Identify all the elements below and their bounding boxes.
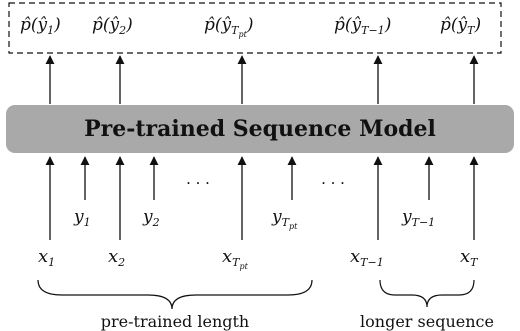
output-label: p̂(ŷ1) [20, 15, 61, 37]
svg-text:p̂(ŷ2): p̂(ŷ2) [92, 15, 133, 37]
output-label-main: p̂(ŷ [20, 15, 48, 35]
svg-text:p̂(ŷ1): p̂(ŷ1) [20, 15, 61, 37]
output-label: p̂(ŷT) [440, 15, 481, 37]
svg-text:p̂(ŷT): p̂(ŷT) [440, 15, 481, 37]
brace-pretrained [37, 279, 313, 310]
model-label: Pre-trained Sequence Model [84, 116, 436, 142]
input-x-label: xT−1 [350, 246, 384, 269]
input-y-label: yTpt [271, 207, 298, 231]
brace-label-longer: longer sequence [360, 312, 494, 331]
input-x-label: xT [460, 246, 479, 269]
output-label: p̂(ŷT−1) [334, 15, 391, 37]
input-x-label: x1 [38, 246, 55, 269]
output-label: p̂(ŷ2) [92, 15, 133, 37]
output-label: p̂(ŷTpt) [204, 15, 253, 39]
input-y-label: y1 [73, 207, 91, 229]
input-y-label: yT−1 [401, 207, 435, 229]
output-dashed-box [8, 2, 502, 54]
input-x-label: x2 [108, 246, 125, 269]
model-box [6, 105, 514, 153]
input-x-label: xTpt [222, 246, 249, 271]
input-y-label: y2 [142, 207, 160, 229]
svg-text:p̂(ŷTpt): p̂(ŷTpt) [204, 15, 253, 39]
ellipsis: · · · [321, 174, 345, 192]
brace-label-pretrained: pre-trained length [101, 312, 249, 331]
svg-text:p̂(ŷT−1): p̂(ŷT−1) [334, 15, 391, 37]
brace-longer [379, 279, 475, 308]
ellipsis: · · · [186, 174, 210, 192]
